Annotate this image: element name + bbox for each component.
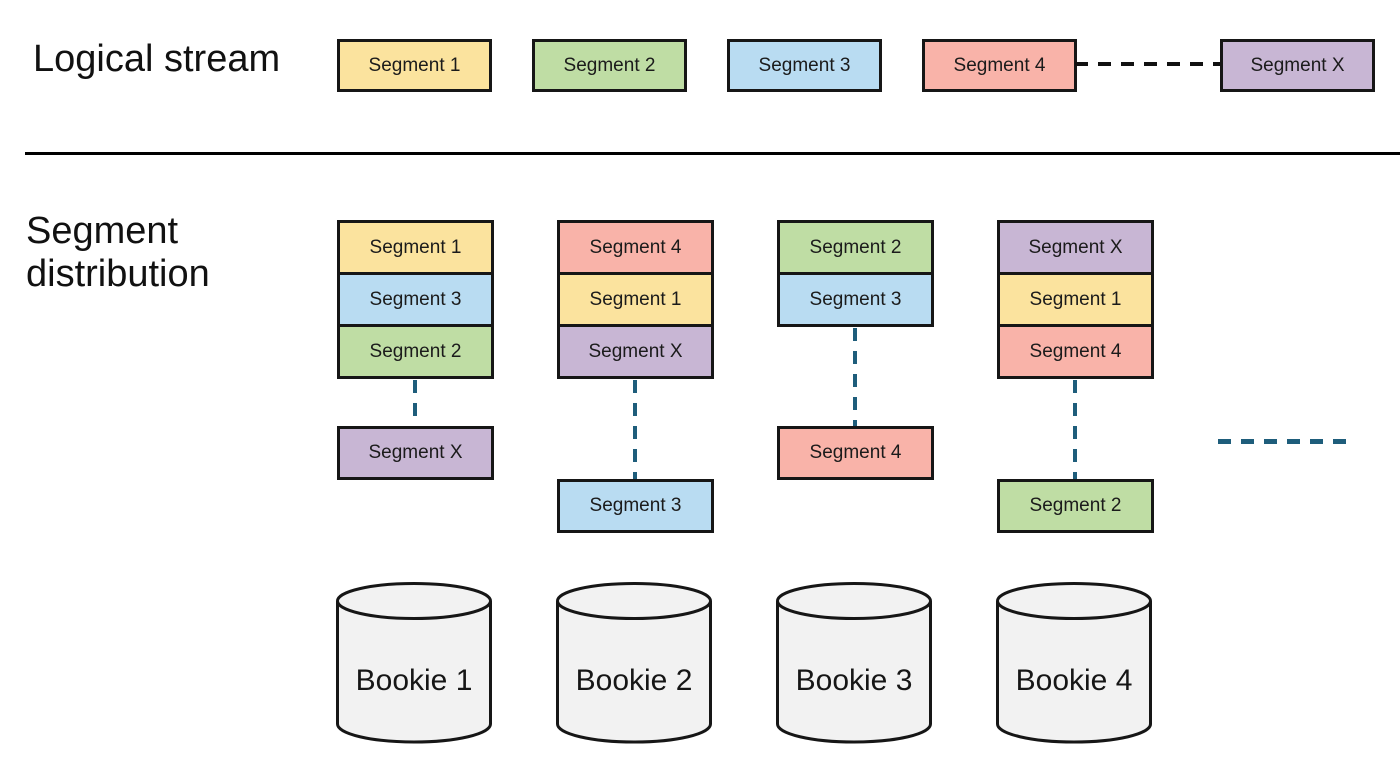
section-divider: [25, 152, 1400, 155]
bookie1-lower-segment: Segment X: [337, 426, 494, 480]
bookie4-cylinder: Bookie 4: [995, 581, 1153, 745]
bookie2-cylinder: Bookie 2: [555, 581, 713, 745]
bookie3-label: Bookie 3: [795, 664, 913, 697]
bookie2-label: Bookie 2: [575, 664, 693, 697]
bookie3-lower-segment: Segment 4: [777, 426, 934, 480]
logical-segment-4: Segment 4: [922, 39, 1077, 92]
database-cylinder-icon: [776, 582, 932, 744]
logical-segment-1: Segment 1: [337, 39, 492, 92]
bookie3-stack-segment: Segment 3: [777, 272, 934, 327]
bookie3-cylinder: Bookie 3: [775, 581, 933, 745]
bookie1-stack-segment: Segment 1: [337, 220, 494, 275]
bookie4-label: Bookie 4: [1015, 664, 1133, 697]
logical-segment-3: Segment 3: [727, 39, 882, 92]
bookie4-stack-segment: Segment X: [997, 220, 1154, 275]
bookie2-stack-segment: Segment 4: [557, 220, 714, 275]
bookie3-stack-segment: Segment 2: [777, 220, 934, 275]
bookie4-stack-connector-dashes: [1073, 380, 1077, 479]
bookie1-cylinder: Bookie 1: [335, 581, 493, 745]
bookie1-stack-connector-dashes: [413, 380, 417, 426]
bookie1-label: Bookie 1: [355, 664, 473, 697]
segment-distribution-label: Segment distribution: [26, 210, 210, 295]
logical-segment-x: Segment X: [1220, 39, 1375, 92]
bookie1-stack-segment: Segment 2: [337, 324, 494, 379]
bookie4-stack-segment: Segment 4: [997, 324, 1154, 379]
stream-continuation-dashes: [1075, 62, 1220, 66]
bookie4-lower-segment: Segment 2: [997, 479, 1154, 533]
bookie3-stack-connector-dashes: [853, 328, 857, 426]
logical-stream-label: Logical stream: [33, 38, 281, 80]
bookie4-stack-segment: Segment 1: [997, 272, 1154, 327]
bookie2-stack-connector-dashes: [633, 380, 637, 479]
bookie1-stack-segment: Segment 3: [337, 272, 494, 327]
database-cylinder-icon: [996, 582, 1152, 744]
more-bookies-dashes: [1218, 439, 1354, 444]
bookie2-stack-segment: Segment 1: [557, 272, 714, 327]
bookie2-lower-segment: Segment 3: [557, 479, 714, 533]
logical-segment-2: Segment 2: [532, 39, 687, 92]
database-cylinder-icon: [336, 582, 492, 744]
bookie2-stack-segment: Segment X: [557, 324, 714, 379]
database-cylinder-icon: [556, 582, 712, 744]
